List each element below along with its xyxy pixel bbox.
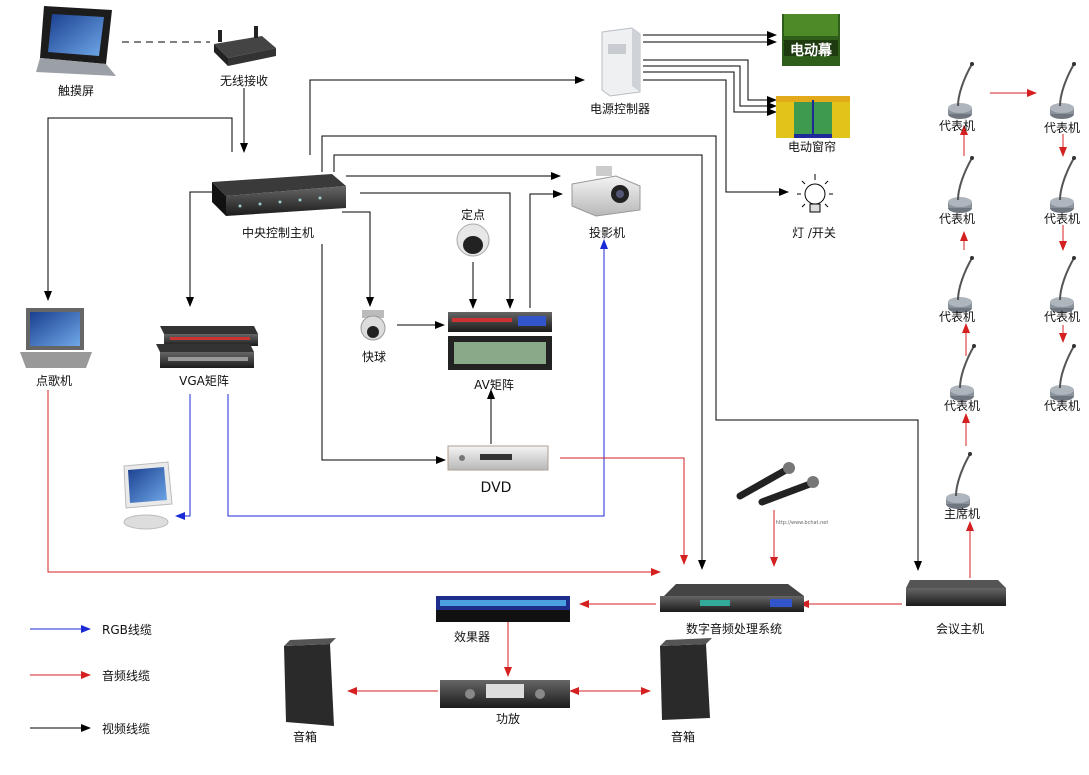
audio-cables	[47, 89, 1067, 695]
label-av-matrix: AV矩阵	[474, 378, 514, 392]
label-delegate-7: 代表机	[1043, 310, 1081, 324]
legend	[30, 625, 91, 732]
label-delegate-5: 代表机	[1043, 121, 1081, 135]
touch-screen-device	[36, 6, 116, 76]
speed-dome-device	[360, 310, 386, 341]
label-central-controller: 中央控制主机	[241, 226, 315, 240]
label-dsp: 数字音频处理系统	[685, 622, 783, 636]
label-delegate-2: 代表机	[938, 212, 976, 226]
label-delegate-1: 代表机	[938, 119, 976, 133]
fixed-camera-device	[456, 223, 490, 257]
video-cables	[44, 31, 922, 571]
delegate-mic-5	[1049, 61, 1077, 120]
label-amplifier: 功放	[495, 712, 521, 726]
conference-host-device	[906, 580, 1006, 606]
screen-text: 电动幕	[790, 43, 832, 59]
label-vga-matrix: VGA矩阵	[179, 374, 229, 388]
label-delegate-6: 代表机	[1043, 212, 1081, 226]
label-curtain: 电动窗帘	[787, 140, 837, 154]
label-chairman-unit: 主席机	[943, 507, 981, 521]
vga-matrix-device	[156, 326, 258, 368]
label-light-switch: 灯 /开关	[792, 226, 836, 240]
label-speed-dome: 快球	[361, 350, 387, 364]
imac-device	[123, 461, 173, 530]
label-effects: 效果器	[453, 630, 491, 644]
light-bulb-device	[797, 174, 833, 213]
label-speaker-right: 音箱	[670, 730, 696, 744]
label-delegate-4: 代表机	[943, 399, 981, 413]
legend-audio-label: 音频线缆	[102, 669, 151, 683]
delegate-mic-2	[947, 155, 975, 214]
dsp-device	[660, 584, 804, 612]
wireless-microphones-device	[736, 462, 819, 506]
delegate-mic-7	[1049, 255, 1077, 314]
chairman-mic	[945, 451, 973, 510]
electric-screen-device	[782, 14, 840, 66]
wireless-receiver-device	[214, 26, 276, 66]
label-wireless-receiver: 无线接收	[219, 74, 269, 88]
delegate-mic-3	[947, 255, 975, 314]
legend-rgb-label: RGB线缆	[102, 623, 152, 637]
label-conference-host: 会议主机	[935, 622, 985, 636]
controller-to-power-link	[309, 76, 585, 155]
dvd-device	[447, 445, 549, 471]
label-dvd: DVD	[480, 480, 512, 496]
label-touch-screen: 触摸屏	[57, 84, 95, 98]
central-controller-device	[212, 174, 346, 216]
karaoke-device	[20, 308, 92, 368]
rgb-cables	[175, 239, 608, 520]
label-fixed-camera: 定点	[460, 208, 486, 222]
label-delegate-3: 代表机	[938, 310, 976, 324]
delegate-mic-1	[947, 61, 975, 120]
av-matrix-device	[448, 312, 552, 370]
speaker-left-device	[284, 638, 336, 726]
label-delegate-8: 代表机	[1043, 399, 1081, 413]
speaker-right-device	[660, 638, 712, 720]
delegate-mic-6	[1049, 155, 1077, 214]
mic-tiny-text: http://www.bchat.net	[775, 520, 829, 526]
legend-video-label: 视频线缆	[102, 722, 151, 736]
delegate-mic-8	[1049, 343, 1077, 402]
label-karaoke: 点歌机	[35, 374, 73, 388]
label-power-controller: 电源控制器	[589, 102, 651, 116]
label-projector: 投影机	[588, 226, 626, 240]
label-speaker-left: 音箱	[292, 730, 318, 744]
projector-device	[571, 166, 641, 217]
power-controller-device	[601, 27, 641, 97]
curtain-device	[776, 96, 850, 138]
delegate-mic-4	[949, 343, 977, 402]
effects-device	[436, 596, 570, 622]
amplifier-device	[440, 680, 570, 708]
